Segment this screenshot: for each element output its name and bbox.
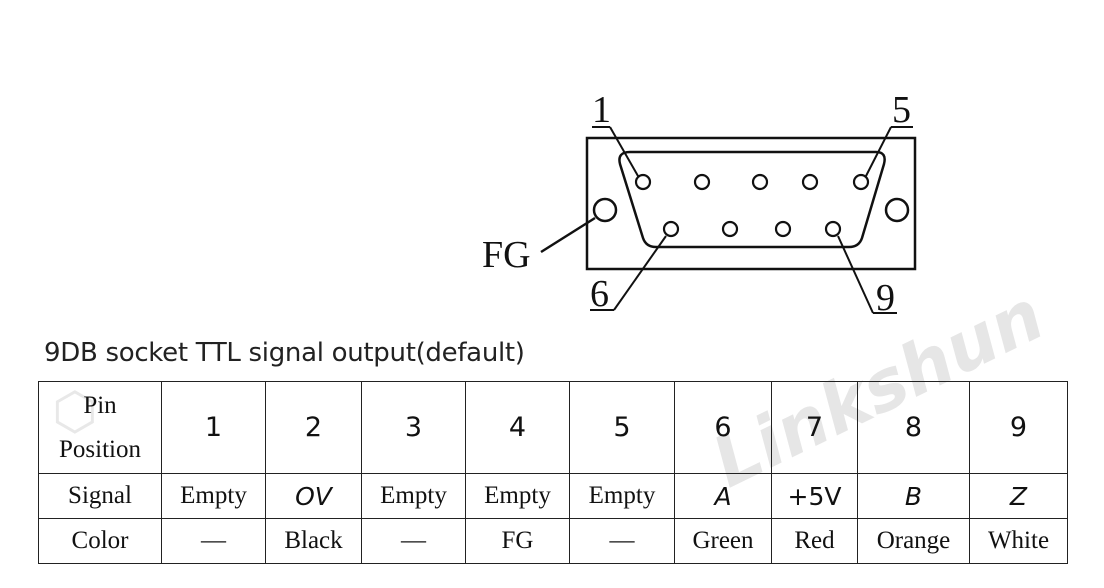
signal-cell: Z	[969, 473, 1068, 519]
signal-cell: Empty	[465, 473, 570, 519]
leader-line-1-diag	[609, 126, 639, 177]
signal-cell: +5V	[771, 473, 858, 519]
header-pin-position: Pin Position	[38, 381, 162, 474]
signal-cell: OV	[265, 473, 362, 519]
connector-shell	[585, 136, 917, 271]
pin-signal-table: Pin Position 1 2 3 4 5 6 7 8 9 Signal Em…	[38, 381, 1068, 564]
signal-cell: Empty	[361, 473, 466, 519]
header-signal: Signal	[38, 473, 162, 519]
signal-cell: Empty	[161, 473, 266, 519]
signal-cell: B	[857, 473, 970, 519]
pin-label-fg: FG	[482, 234, 531, 276]
signal-cell: A	[674, 473, 772, 519]
color-cell: —	[361, 518, 466, 564]
pin-label-6: 6	[590, 273, 609, 315]
pin-9	[824, 220, 842, 238]
mounting-hole-left	[592, 197, 618, 223]
position-cell: 2	[265, 381, 362, 474]
pin-6	[662, 220, 680, 238]
position-cell: 6	[674, 381, 772, 474]
signal-cell: Empty	[569, 473, 675, 519]
leader-line-5-diag	[865, 126, 892, 177]
pin-label-1: 1	[592, 89, 611, 131]
color-cell: Red	[771, 518, 858, 564]
table-row-signal: Signal Empty OV Empty Empty Empty A +5V …	[38, 473, 1068, 519]
position-cell: 8	[857, 381, 970, 474]
table-row-position: Pin Position 1 2 3 4 5 6 7 8 9	[38, 381, 1068, 474]
header-color: Color	[38, 518, 162, 564]
pin-5	[852, 173, 870, 191]
position-cell: 3	[361, 381, 466, 474]
header-pin-line1: Pin	[83, 391, 117, 419]
position-cell: 7	[771, 381, 858, 474]
leader-line-fg	[540, 216, 596, 254]
pin-label-9: 9	[876, 277, 895, 319]
header-pin-line2: Position	[59, 435, 141, 463]
table-caption: 9DB socket TTL signal output(default)	[44, 338, 525, 368]
pin-8	[774, 220, 792, 238]
color-cell: Orange	[857, 518, 970, 564]
pin-3	[751, 173, 769, 191]
pin-7	[721, 220, 739, 238]
color-cell: Green	[674, 518, 772, 564]
leader-line-6-diag	[613, 235, 667, 311]
mounting-hole-right	[884, 197, 910, 223]
color-cell: —	[161, 518, 266, 564]
color-cell: —	[569, 518, 675, 564]
connector-d-shape	[618, 150, 886, 249]
color-cell: White	[969, 518, 1068, 564]
pin-1	[634, 173, 652, 191]
position-cell: 1	[161, 381, 266, 474]
pin-label-5: 5	[892, 89, 911, 131]
table-row-color: Color — Black — FG — Green Red Orange Wh…	[38, 518, 1068, 564]
color-cell: FG	[465, 518, 570, 564]
pin-2	[693, 173, 711, 191]
color-cell: Black	[265, 518, 362, 564]
pin-4	[801, 173, 819, 191]
position-cell: 4	[465, 381, 570, 474]
leader-line-9-diag	[837, 235, 874, 314]
position-cell: 5	[569, 381, 675, 474]
position-cell: 9	[969, 381, 1068, 474]
